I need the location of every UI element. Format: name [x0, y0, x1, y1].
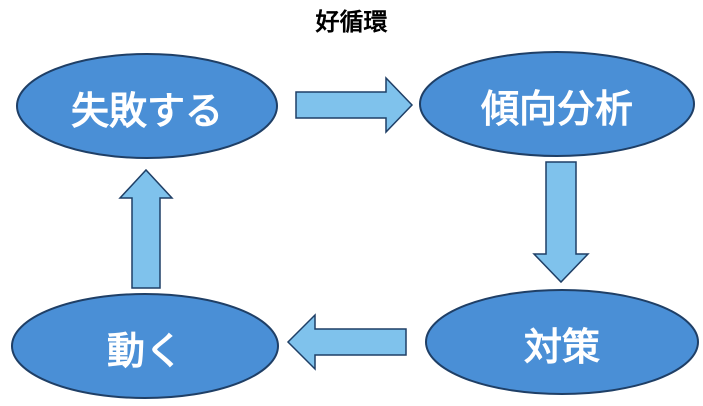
- arrow-countermeasure-to-act: [286, 313, 407, 371]
- node-act: [11, 293, 279, 399]
- node-analysis: [419, 51, 695, 157]
- node-analysis-label: 傾向分析: [480, 87, 633, 131]
- arrow-act-to-fail: [118, 168, 174, 289]
- node-countermeasure-label: 対策: [523, 325, 600, 369]
- node-countermeasure: [425, 289, 699, 395]
- node-fail-label: 失敗する: [70, 89, 223, 133]
- node-act-label: 動く: [106, 329, 183, 373]
- node-fail: [16, 53, 278, 159]
- arrow-analysis-to-countermeasure: [532, 161, 590, 284]
- diagram-title: 好循環: [315, 8, 388, 36]
- arrow-fail-to-analysis: [295, 76, 414, 134]
